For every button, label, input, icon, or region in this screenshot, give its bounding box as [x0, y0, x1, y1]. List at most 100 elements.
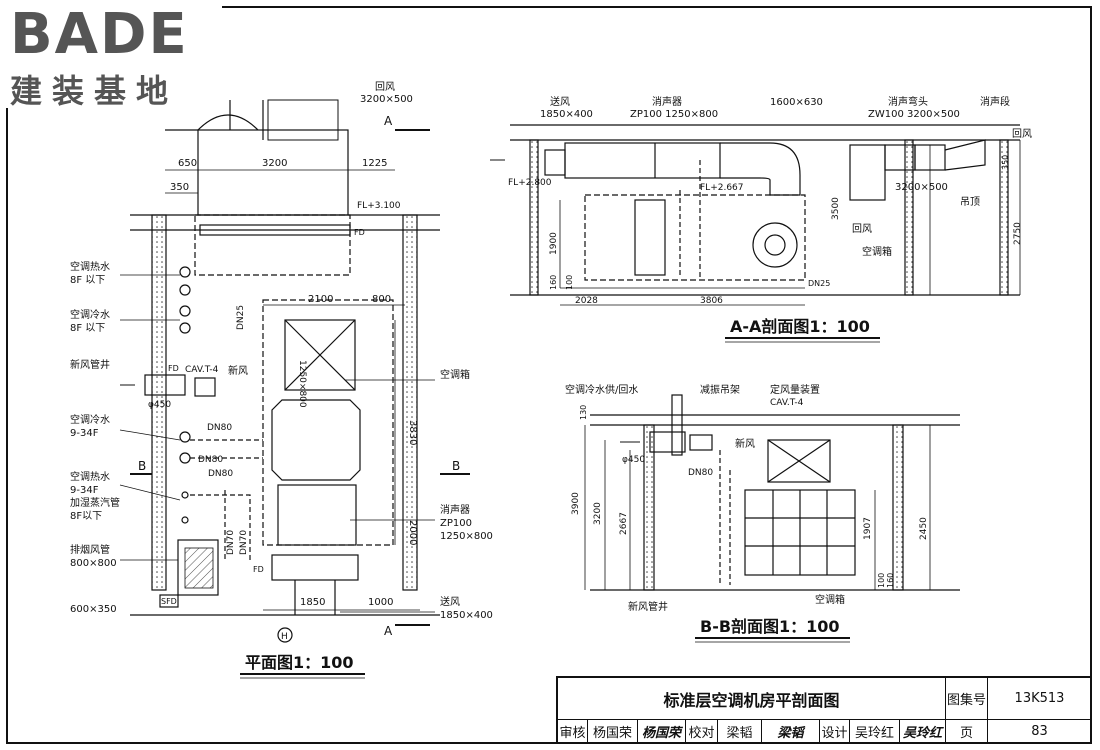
designer-label: 设计: [820, 720, 850, 744]
bb-dim-130: 130: [579, 405, 588, 420]
aa-return-box: [849, 144, 886, 201]
aa-label-ceiling: 吊顶: [960, 196, 980, 208]
checker-signature: 梁韬: [762, 720, 820, 744]
label-fresh-shaft: 新风管井: [70, 358, 110, 371]
label-dn80-a: DN80: [207, 423, 232, 433]
dim-3830: 3830: [407, 420, 418, 445]
label-dn80-b: DN80: [198, 455, 223, 465]
label-hot-water: 空调热水: [70, 260, 110, 273]
aa-label-return: 回风: [1012, 128, 1032, 140]
page-label: 页: [946, 720, 988, 744]
label-d450: φ450: [148, 400, 171, 410]
designer-signature: 吴玲红: [900, 720, 946, 744]
label-fresh-air: 新风: [228, 364, 248, 377]
label-smoke-size: 800×800: [70, 558, 117, 569]
aa-label-elbow-spec: ZW100 3200×500: [868, 109, 960, 120]
reviewer-name: 杨国荣: [588, 720, 638, 744]
checker-label: 校对: [686, 720, 718, 744]
door-swing: [197, 114, 259, 131]
aa-label-fl-1: FL+2.800: [508, 178, 552, 188]
plan-supply-duct: [271, 554, 359, 581]
aa-label-duct-1600: 1600×630: [770, 97, 823, 108]
dim-800: 800: [372, 294, 391, 305]
label-humidify: 加湿蒸汽管: [70, 496, 120, 509]
label-humidify-floors: 8F以下: [70, 511, 102, 522]
label-hot-water-2-floors: 9-34F: [70, 485, 99, 496]
label-fd-3: FD: [253, 565, 264, 574]
label-sfd: SFD: [161, 597, 177, 606]
aa-silencer: [564, 142, 721, 179]
sfd-box: [159, 594, 179, 608]
aa-dim-100: 100: [565, 275, 574, 290]
aa-dim-3500: 3500: [831, 197, 841, 220]
aa-ahu: [584, 194, 806, 281]
bb-label-hanger: 减振吊架: [700, 383, 740, 396]
label-smoke: 排烟风管: [70, 543, 110, 556]
label-return-air-size: 3200×500: [360, 94, 413, 105]
bb-label-cav-device: 定风量装置: [770, 383, 820, 396]
aa-dim-350: 350: [1001, 155, 1010, 170]
aa-label-supply: 送风: [550, 95, 570, 108]
section-mark-a-bottom: A: [384, 624, 393, 638]
logo-subtitle: 建装基地: [10, 72, 179, 110]
label-supply: 送风: [440, 595, 460, 608]
label-return-air: 回风: [375, 81, 395, 93]
axis-bubble-h: [277, 627, 293, 643]
label-ahu: 空调箱: [440, 368, 470, 381]
bb-dim-2667: 2667: [619, 512, 629, 535]
section-bb-title: B-B剖面图1：100: [700, 617, 840, 636]
bb-dim-3200: 3200: [593, 502, 603, 525]
section-aa-title: A-A剖面图1：100: [730, 317, 870, 336]
aa-label-ahu: 空调箱: [862, 245, 892, 258]
label-fl: FL+3.100: [357, 201, 401, 211]
label-silencer-model: ZP100: [440, 518, 472, 529]
label-cold-water-floors: 8F 以下: [70, 323, 105, 334]
label-dn80-c: DN80: [208, 469, 233, 479]
bb-label-d450: φ450: [622, 455, 645, 465]
bb-ahu-top: [767, 439, 831, 483]
label-hot-water-floors: 8F 以下: [70, 275, 105, 286]
aa-label-silencer-seg: 消声段: [980, 95, 1010, 108]
atlas-label: 图集号: [946, 678, 988, 720]
label-cold-water-2: 空调冷水: [70, 413, 110, 426]
aa-fan: [752, 222, 798, 268]
designer-name: 吴玲红: [850, 720, 900, 744]
plan-ahu-outline: [262, 299, 394, 546]
plan-ahu-top: [284, 319, 356, 391]
logo: BADE 建装基地: [0, 0, 222, 110]
aa-dim-2750: 2750: [1013, 222, 1023, 245]
title-block: 标准层空调机房平剖面图 图集号 13K513 审核 杨国荣 杨国荣 校对 梁韬 …: [556, 676, 1092, 744]
bb-dim-1907: 1907: [863, 517, 873, 540]
axis-label-h: H: [281, 632, 288, 642]
label-fd-2: FD: [168, 364, 179, 373]
aa-dim-160: 160: [549, 275, 558, 290]
label-hot-water-2: 空调热水: [70, 470, 110, 483]
plan-title: 平面图1：100: [245, 653, 354, 672]
section-aa-text: 送风 1850×400 消声器 ZP100 1250×800 1600×630 …: [508, 95, 1032, 306]
drawing-frame: [6, 6, 1092, 744]
plan-return-duct: [194, 214, 351, 276]
label-dn70-b: DN70: [239, 530, 249, 555]
label-cold-water: 空调冷水: [70, 308, 110, 321]
bb-dim-2450: 2450: [919, 517, 929, 540]
aa-label-dn25: DN25: [808, 279, 830, 288]
bb-dim-160: 160: [886, 573, 895, 588]
dim-1000: 1000: [368, 597, 393, 608]
bb-riser-pipe: [671, 394, 683, 456]
label-cold-water-2-floors: 9-34F: [70, 428, 99, 439]
aa-label-return-2: 回风: [852, 223, 872, 235]
label-dn70-a: DN70: [226, 530, 236, 555]
aa-supply-outlet: [544, 149, 566, 176]
aa-label-elbow: 消声弯头: [888, 95, 928, 108]
section-mark-b-right: B: [452, 459, 460, 473]
plan-smoke-shaft: [177, 539, 219, 596]
label-fd-1: FD: [354, 228, 365, 237]
drawing-title: 标准层空调机房平剖面图: [558, 678, 946, 720]
label-duct-600: 600×350: [70, 604, 117, 615]
dim-2000: 2000: [407, 520, 418, 545]
aa-label-silencer-spec: ZP100 1250×800: [630, 109, 718, 120]
bb-label-cav: CAV.T-4: [770, 398, 804, 408]
logo-brand: BADE: [10, 2, 189, 67]
plan-silencer: [271, 399, 361, 481]
